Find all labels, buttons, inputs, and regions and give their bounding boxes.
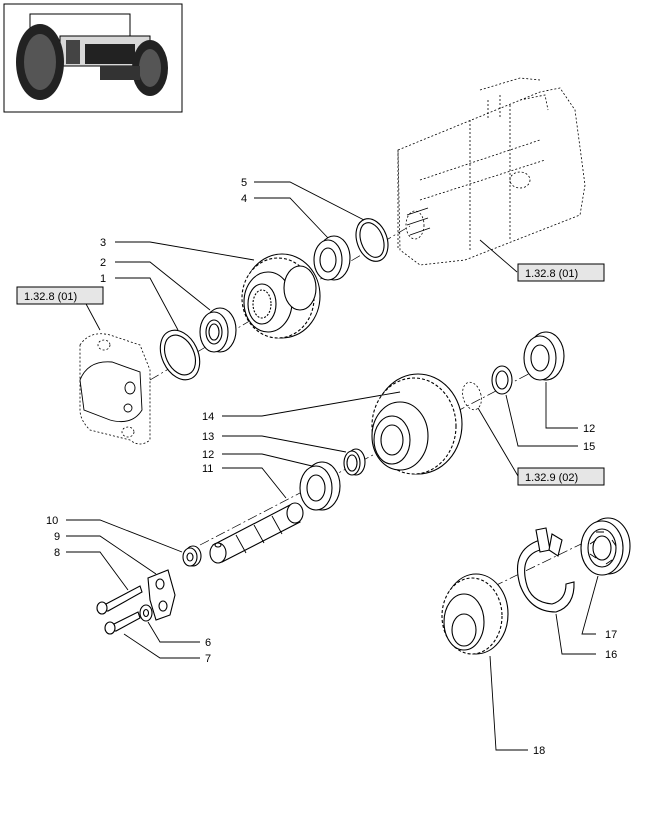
tractor-thumbnail[interactable] <box>3 3 183 113</box>
callout-15: 15 <box>583 441 595 453</box>
spacer-15[interactable] <box>491 365 513 395</box>
leader-lines <box>66 181 599 751</box>
ref-box-pump[interactable]: 1.32.8 (01) <box>517 263 605 282</box>
callout-17: 17 <box>605 629 617 641</box>
tractor-icon <box>16 13 168 100</box>
spacer-13[interactable] <box>343 448 366 476</box>
callout-16: 16 <box>605 649 617 661</box>
callout-4: 4 <box>241 193 247 205</box>
callout-numbers: 1 2 3 4 5 6 7 8 9 10 11 12 12 13 14 15 1… <box>46 177 617 757</box>
bearing-2[interactable] <box>199 307 237 353</box>
bearing-4[interactable] <box>313 235 351 281</box>
callout-3: 3 <box>100 237 106 249</box>
bearing-12-right[interactable] <box>523 331 565 381</box>
callout-11: 11 <box>202 463 213 475</box>
bolt-7[interactable] <box>104 611 141 635</box>
bearing-12-middle[interactable] <box>299 461 341 511</box>
gear-3[interactable] <box>241 253 321 339</box>
snap-ring-16[interactable] <box>516 527 575 613</box>
ref-box-shim-label: 1.32.9 (02) <box>525 472 578 484</box>
callout-7: 7 <box>205 653 211 665</box>
ref-box-pump-label: 1.32.8 (01) <box>525 268 578 280</box>
callout-14: 14 <box>202 411 214 423</box>
callout-12-right: 12 <box>583 423 595 435</box>
gear-18[interactable] <box>441 573 509 655</box>
shaft-11[interactable] <box>209 502 304 564</box>
callout-6: 6 <box>205 637 211 649</box>
washer-10[interactable] <box>182 545 202 567</box>
shim-ring[interactable] <box>460 380 485 412</box>
callout-13: 13 <box>202 431 214 443</box>
callout-8: 8 <box>54 547 60 559</box>
callout-12-middle: 12 <box>202 449 214 461</box>
lock-plate-9[interactable] <box>147 569 176 621</box>
middle-shaft-axis <box>199 367 541 546</box>
callout-5: 5 <box>241 177 247 189</box>
gear-14[interactable] <box>371 373 463 475</box>
bolt-8[interactable] <box>96 585 143 615</box>
callout-1: 1 <box>100 273 106 285</box>
roller-bearing-17[interactable] <box>580 517 631 576</box>
ref-box-shim[interactable]: 1.32.9 (02) <box>517 467 605 486</box>
circlip-1[interactable] <box>153 324 208 386</box>
callout-10: 10 <box>46 515 58 527</box>
callout-2: 2 <box>100 257 106 269</box>
ref-box-cover[interactable]: 1.32.8 (01) <box>16 286 104 305</box>
callout-18: 18 <box>533 745 545 757</box>
ref-box-cover-label: 1.32.8 (01) <box>24 291 77 303</box>
circlip-5[interactable] <box>350 214 393 266</box>
washer-6[interactable] <box>139 604 153 622</box>
callout-9: 9 <box>54 531 60 543</box>
pump-housing <box>397 77 586 266</box>
cover-plate <box>79 333 151 445</box>
